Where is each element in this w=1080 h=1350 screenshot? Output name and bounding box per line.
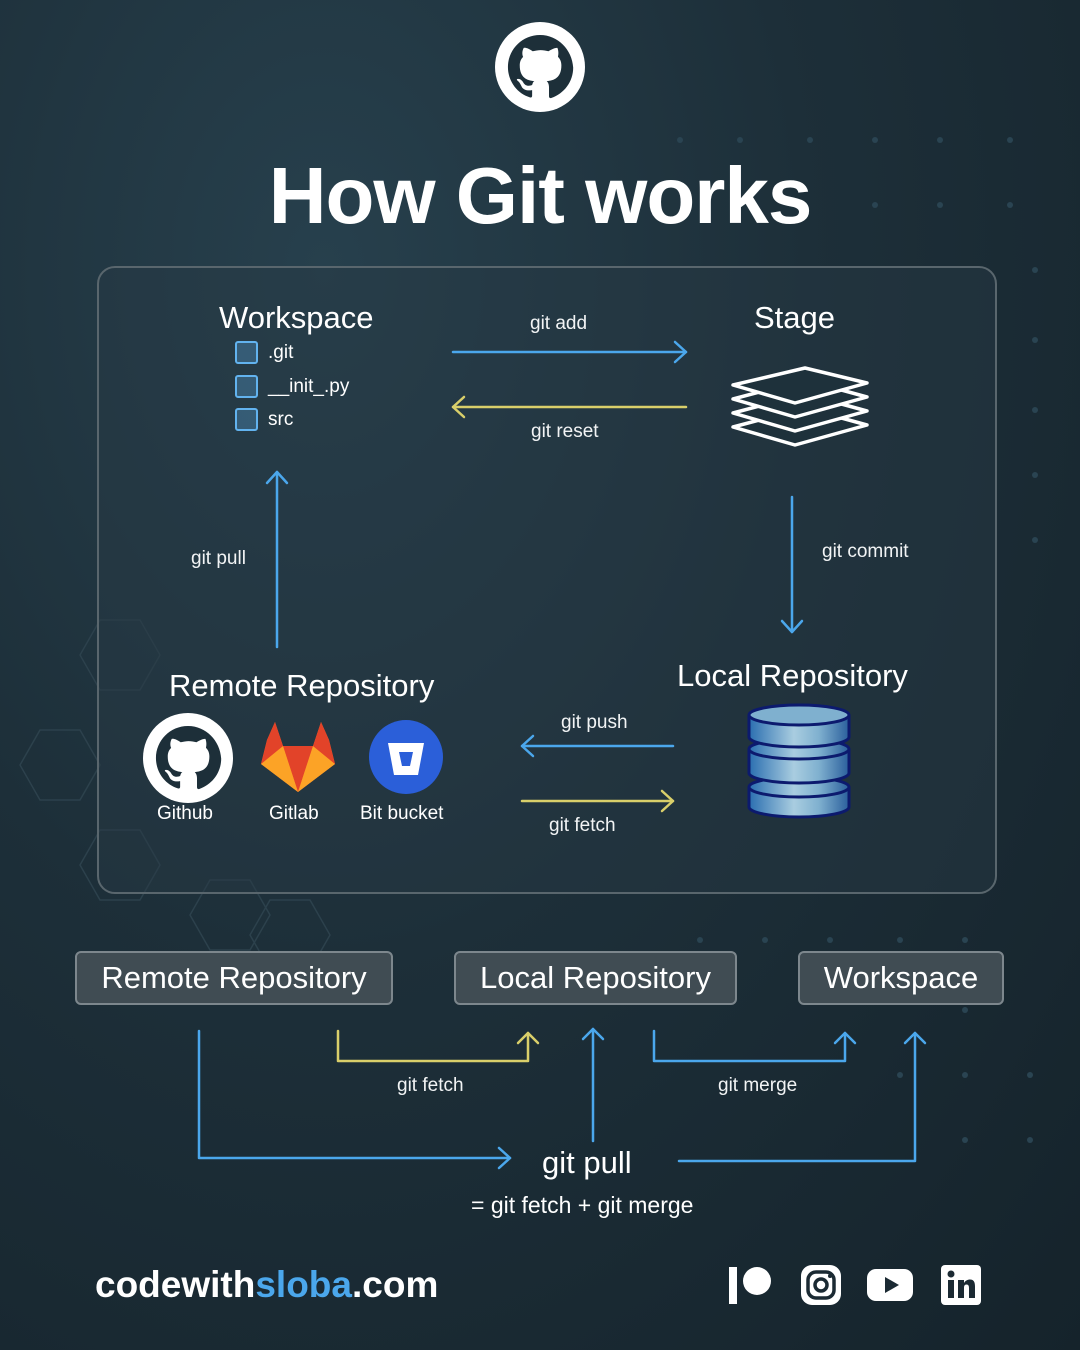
git-commit-label: git commit — [822, 541, 909, 562]
brand-link[interactable]: codewithsloba.com — [95, 1264, 438, 1306]
bottom-remote-repo-box: Remote Repository — [75, 951, 393, 1005]
stack-layers-icon — [731, 366, 869, 447]
bottom-local-repo-box: Local Repository — [454, 951, 737, 1005]
git-add-arrow — [451, 340, 688, 364]
database-icon — [747, 703, 851, 819]
bitbucket-icon — [369, 720, 443, 794]
stage-title: Stage — [754, 300, 836, 335]
bottom-git-pull-label: git pull — [542, 1145, 632, 1180]
bottom-git-fetch-label: git fetch — [397, 1075, 464, 1096]
page-title: How Git works — [268, 151, 813, 240]
file-checkbox — [235, 375, 258, 398]
remote-repo-title: Remote Repository — [169, 668, 435, 703]
bottom-merge-arrow — [652, 1029, 857, 1063]
file-name: __init_.py — [268, 376, 350, 397]
bottom-pull-right-arrow — [677, 1031, 927, 1163]
brand-suffix: .com — [351, 1264, 439, 1305]
gitlab-label: Gitlab — [269, 803, 319, 824]
file-name: src — [268, 409, 294, 430]
pull-formula-label: = git fetch + git merge — [471, 1192, 694, 1218]
git-pull-label: git pull — [191, 548, 246, 569]
github-icon — [143, 713, 233, 803]
instagram-icon[interactable] — [800, 1264, 842, 1306]
brand-prefix: codewith — [95, 1264, 256, 1305]
git-fetch-arrow — [520, 789, 675, 813]
file-name: .git — [268, 342, 294, 363]
git-fetch-label: git fetch — [549, 815, 616, 836]
brand-highlight: sloba — [255, 1264, 352, 1305]
bottom-fetch-arrow — [336, 1029, 540, 1063]
git-push-arrow — [520, 734, 675, 758]
git-reset-arrow — [451, 395, 688, 419]
git-push-label: git push — [561, 712, 628, 733]
git-add-label: git add — [530, 313, 588, 334]
local-repo-title: Local Repository — [677, 658, 908, 693]
github-logo-icon — [495, 22, 585, 112]
bottom-pull-left-arrow — [197, 1029, 512, 1170]
gitlab-icon — [261, 722, 335, 792]
bottom-workspace-box: Workspace — [798, 951, 1004, 1005]
file-checkbox — [235, 408, 258, 431]
bottom-git-merge-label: git merge — [718, 1075, 798, 1096]
bottom-local-up-arrow — [581, 1027, 605, 1143]
github-label: Github — [157, 803, 213, 824]
git-pull-arrow — [265, 470, 289, 649]
patreon-icon[interactable] — [729, 1266, 773, 1306]
git-reset-label: git reset — [531, 421, 599, 442]
youtube-icon[interactable] — [867, 1267, 913, 1303]
file-checkbox — [235, 341, 258, 364]
git-commit-arrow — [780, 495, 804, 634]
bitbucket-label: Bit bucket — [360, 803, 444, 824]
workspace-title: Workspace — [219, 300, 374, 335]
linkedin-icon[interactable] — [941, 1265, 981, 1305]
